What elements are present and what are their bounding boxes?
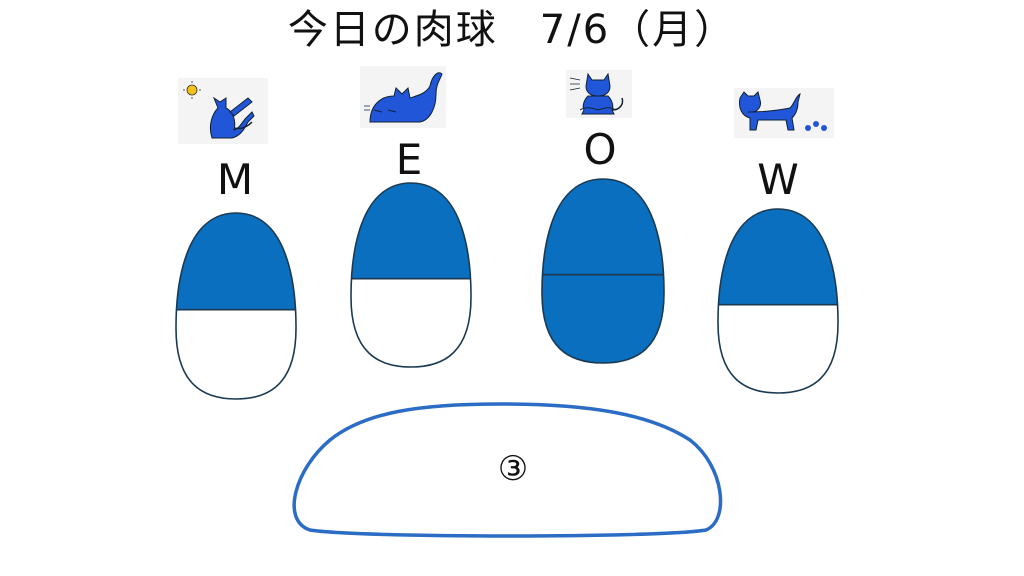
toe-pad-outline: [175, 212, 297, 400]
cat-stretching-sun-icon: [178, 78, 268, 144]
letter-w: W: [757, 155, 799, 204]
cat-meditating-icon: [566, 70, 632, 118]
toe-pad-outline: [541, 178, 665, 364]
toe-pad-o: [541, 178, 665, 364]
cat-sleeping-icon: [360, 66, 446, 128]
letter-o: O: [583, 125, 617, 174]
toe-pad-fill: [541, 179, 665, 363]
toe-pad-outline: [717, 208, 839, 394]
cat-walking-pawprints-icon: [734, 88, 834, 138]
page-title: 今日の肉球 7/6（月）: [287, 7, 737, 53]
main-pad-number-badge: ③: [497, 449, 529, 489]
letter-e: E: [395, 135, 423, 184]
toe-pad-outline: [350, 182, 472, 368]
letter-m: M: [216, 155, 254, 204]
